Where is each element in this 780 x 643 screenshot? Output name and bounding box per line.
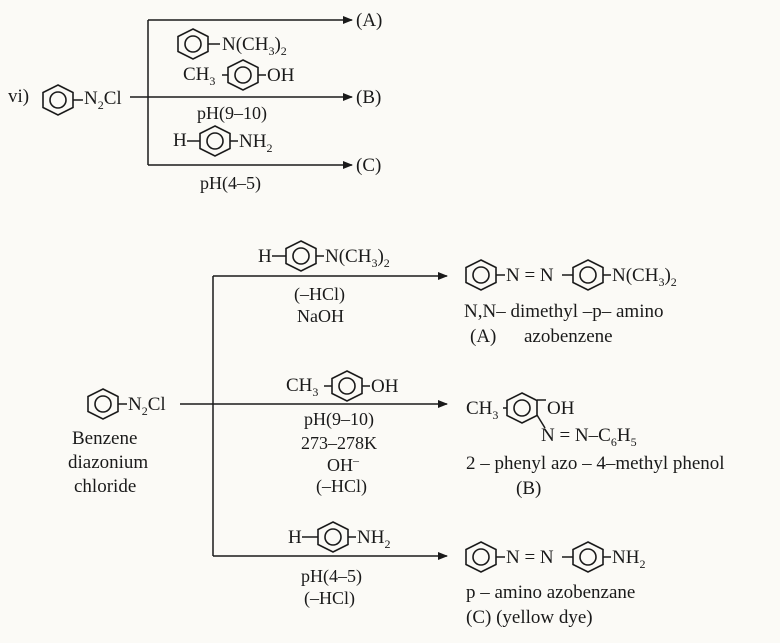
benzene-ring-icon: [506, 392, 538, 424]
benzene-ring-icon: [465, 541, 497, 573]
product-b-name: 2 – phenyl azo – 4–methyl phenol: [466, 453, 725, 474]
benzene-ring-icon: [465, 259, 497, 291]
top-reagent-dimethylaniline: N(CH3)2: [222, 34, 287, 58]
benzene-ring-icon: [572, 259, 604, 291]
top-reagent-aniline-h: H: [173, 130, 187, 151]
product-c-nh2: NH2: [612, 547, 645, 571]
product-b-label: (B): [516, 478, 541, 499]
benzene-ring-icon: [331, 370, 363, 402]
top-reactant-formula: N2Cl: [84, 88, 122, 112]
product-b-oh: OH: [547, 398, 575, 419]
product-b-azo: N = N–C6H5: [541, 425, 637, 449]
product-c-label: (C) (yellow dye): [466, 607, 593, 628]
benzene-ring-icon: [199, 125, 231, 157]
benzene-ring-icon: [87, 388, 119, 420]
product-a-nme2: N(CH3)2: [612, 265, 677, 289]
benzene-ring-icon: [317, 521, 349, 553]
bottom-condition-b-hcl: (–HCl): [316, 476, 367, 497]
benzene-ring-icon: [285, 240, 317, 272]
top-product-b: (B): [356, 87, 381, 108]
bottom-reagent-a-h: H: [258, 246, 272, 267]
top-reagent-cresol-oh: OH: [267, 65, 295, 86]
bottom-reagent-a-nme2: N(CH3)2: [325, 246, 390, 270]
top-condition-c: pH(4–5): [200, 173, 261, 194]
bottom-scheme: N2Cl Benzene diazonium chloride H N(CH3)…: [68, 240, 725, 628]
top-reagent-cresol-methyl: CH3: [183, 64, 215, 88]
benzene-ring-icon: [227, 59, 259, 91]
bottom-condition-a-2: NaOH: [297, 306, 344, 326]
bottom-condition-c-hcl: (–HCl): [304, 588, 355, 609]
benzene-ring-icon: [177, 28, 209, 60]
bottom-condition-b-ph: pH(9–10): [304, 409, 374, 430]
product-a-name-line1: N,N– dimethyl –p– amino: [464, 301, 663, 322]
top-product-a: (A): [356, 10, 382, 31]
bottom-condition-b-temp: 273–278K: [301, 433, 377, 453]
scheme-number: vi): [8, 86, 29, 107]
bottom-condition-a-1: (–HCl): [294, 284, 345, 305]
benzene-ring-icon: [42, 84, 74, 116]
top-reagent-aniline-nh2: NH2: [239, 131, 272, 155]
top-scheme: vi) N2Cl (A) (B) (C) N(CH3)2 CH3 OH: [8, 10, 382, 194]
top-product-c: (C): [356, 155, 381, 176]
product-a-label: (A): [470, 326, 496, 347]
bottom-reagent-b-ch3: CH3: [286, 375, 318, 399]
benzene-ring-icon: [572, 541, 604, 573]
bottom-reagent-b-oh: OH: [371, 376, 399, 397]
product-c-azo-bond: N = N: [506, 547, 554, 568]
reactant-name-line3: chloride: [74, 476, 136, 497]
product-a-azo-bond: N = N: [506, 265, 554, 286]
product-b-ch3: CH3: [466, 398, 498, 422]
product-c-name: p – amino azobenzane: [466, 582, 635, 603]
bottom-condition-c-ph: pH(4–5): [301, 566, 362, 587]
product-a-name-line2: azobenzene: [524, 326, 613, 347]
bottom-reagent-c-nh2: NH2: [357, 527, 390, 551]
top-condition-b: pH(9–10): [197, 103, 267, 124]
bottom-condition-b-base: OH–: [327, 453, 360, 475]
reactant-name-line2: diazonium: [68, 452, 148, 473]
bottom-reactant-formula: N2Cl: [128, 394, 166, 418]
reactant-name-line1: Benzene: [72, 428, 137, 449]
bottom-reagent-c-h: H: [288, 527, 302, 548]
